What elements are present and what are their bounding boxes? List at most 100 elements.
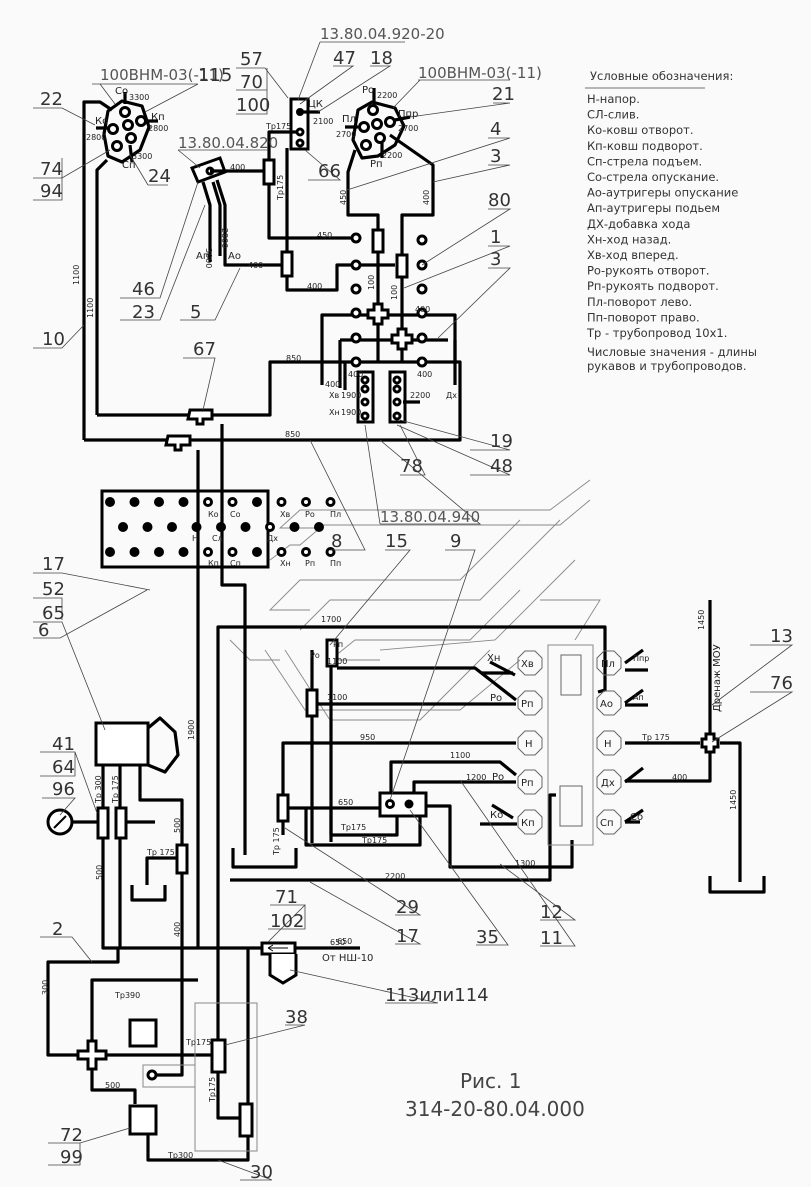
valve-section[interactable] bbox=[596, 769, 622, 795]
length-label: 1700 bbox=[321, 615, 341, 624]
callout-number: 35 bbox=[476, 927, 499, 948]
port-label: Дх bbox=[601, 778, 615, 789]
length-label: 2200 bbox=[377, 91, 397, 100]
port-plug bbox=[142, 522, 153, 532]
port-label: Со bbox=[115, 86, 128, 97]
port-plug bbox=[118, 522, 128, 532]
valve-section[interactable] bbox=[596, 809, 622, 835]
legend-item: Ро-рукоять отворот. bbox=[587, 264, 710, 278]
port-label: Ко bbox=[95, 116, 108, 127]
length-label: 400 bbox=[248, 261, 263, 270]
valve-section[interactable] bbox=[596, 730, 622, 756]
length-label: 850 bbox=[286, 354, 301, 363]
port bbox=[301, 497, 311, 507]
legend-note: Числовые значения - длины bbox=[587, 345, 757, 359]
left-distributor[interactable] bbox=[96, 92, 158, 164]
port-plug bbox=[129, 547, 140, 557]
control-block[interactable] bbox=[100, 489, 336, 569]
callout-number: 8 bbox=[331, 531, 342, 552]
length-label: 2100 bbox=[313, 117, 333, 126]
callout-number: 100 bbox=[236, 95, 270, 116]
designation-label: 100ВНМ-03(-11) bbox=[418, 64, 542, 82]
length-label: 2200 bbox=[385, 872, 405, 881]
legend-note: рукавов и трубопроводов. bbox=[587, 359, 747, 373]
callout-number: 66 bbox=[318, 161, 341, 182]
callout-number: 5 bbox=[190, 302, 201, 323]
length-label: 400 bbox=[672, 773, 687, 782]
callout-leaders bbox=[33, 41, 794, 1181]
length-label: 2800 bbox=[86, 133, 106, 142]
length-label: 3000 bbox=[204, 248, 213, 268]
legend-item: Хв-ход вперед. bbox=[587, 248, 679, 262]
callout-number: 94 bbox=[40, 181, 63, 202]
legend-item: СЛ-слив. bbox=[587, 108, 639, 122]
port-plug bbox=[105, 547, 115, 557]
legend-item: Со-стрела опускание. bbox=[587, 170, 719, 184]
length-label: Н bbox=[192, 534, 198, 543]
valve-section[interactable] bbox=[517, 769, 543, 795]
legend-item: Пл-поворот лево. bbox=[587, 295, 692, 309]
leader-outlines bbox=[229, 479, 601, 721]
length-label: Сл bbox=[212, 534, 223, 543]
length-label: 1100 bbox=[72, 265, 81, 285]
length-label: Хв bbox=[329, 391, 339, 400]
port-plug bbox=[252, 497, 262, 507]
port-label: Ко bbox=[490, 810, 503, 821]
valve-820[interactable] bbox=[189, 156, 282, 267]
length-label: 2200 bbox=[410, 391, 430, 400]
port-plug bbox=[178, 497, 189, 507]
valve-section[interactable] bbox=[517, 690, 543, 716]
callout-number: 64 bbox=[52, 757, 75, 778]
length-label: 100 bbox=[367, 275, 376, 290]
legend-item: Сп-стрела подъем. bbox=[587, 154, 702, 168]
valve-section[interactable] bbox=[517, 809, 543, 835]
length-label: Тр 300 bbox=[94, 775, 103, 804]
callout-number: 76 bbox=[770, 673, 793, 694]
designation-label: 13.80.04.820 bbox=[178, 134, 278, 152]
port-label: Ао bbox=[228, 251, 241, 262]
valve-920[interactable] bbox=[289, 97, 320, 151]
valve-section[interactable] bbox=[517, 730, 543, 756]
length-label: 650 bbox=[330, 938, 345, 947]
valve-section[interactable] bbox=[596, 690, 622, 716]
length-label: 2800 bbox=[148, 124, 168, 133]
main-control-valve[interactable] bbox=[517, 644, 648, 846]
length-label: Тр175 bbox=[340, 823, 366, 832]
callout-number: 3 bbox=[490, 146, 501, 167]
length-label: 3300 bbox=[129, 93, 149, 102]
valve-section[interactable] bbox=[596, 650, 622, 676]
callout-number: 65 bbox=[42, 603, 65, 624]
legend-item: Рп-рукоять подворот. bbox=[587, 279, 719, 293]
junction-blocks[interactable] bbox=[356, 370, 420, 424]
port-plug bbox=[252, 547, 262, 557]
length-label: 400 bbox=[230, 163, 245, 172]
figure-title: Рис. 1 bbox=[460, 1069, 522, 1093]
callout-number: 71 bbox=[275, 887, 298, 908]
callout-number: 67 bbox=[193, 339, 216, 360]
port bbox=[227, 497, 238, 507]
source-label: От НШ-10 bbox=[322, 953, 373, 964]
pipes-bottom bbox=[46, 716, 360, 1162]
callout-number: 30 bbox=[250, 1162, 273, 1183]
length-label: 1100 bbox=[450, 751, 470, 760]
right-distributor[interactable] bbox=[345, 88, 411, 160]
port-plug bbox=[314, 522, 324, 532]
tee-67 bbox=[164, 408, 214, 452]
length-label: 1200 bbox=[466, 773, 486, 782]
callout-number: 52 bbox=[42, 579, 65, 600]
callout-number: 15 bbox=[385, 531, 408, 552]
port-plug bbox=[154, 497, 164, 507]
length-label: 1100 bbox=[86, 298, 95, 318]
callout-number: 47 bbox=[333, 48, 356, 69]
port-label: Ро bbox=[492, 772, 504, 783]
callout-number: 18 bbox=[370, 48, 393, 69]
legend-item: ДХ-добавка хода bbox=[587, 217, 690, 231]
length-label: 400 bbox=[307, 282, 322, 291]
length-label: Дх bbox=[267, 534, 278, 543]
valve-section[interactable] bbox=[517, 650, 543, 676]
length-label: 2200 bbox=[382, 151, 402, 160]
callout-number: 38 bbox=[285, 1007, 308, 1028]
length-label: 1900 bbox=[187, 720, 196, 740]
length-label: Ппр bbox=[633, 654, 649, 663]
pipes-middle bbox=[196, 424, 607, 948]
